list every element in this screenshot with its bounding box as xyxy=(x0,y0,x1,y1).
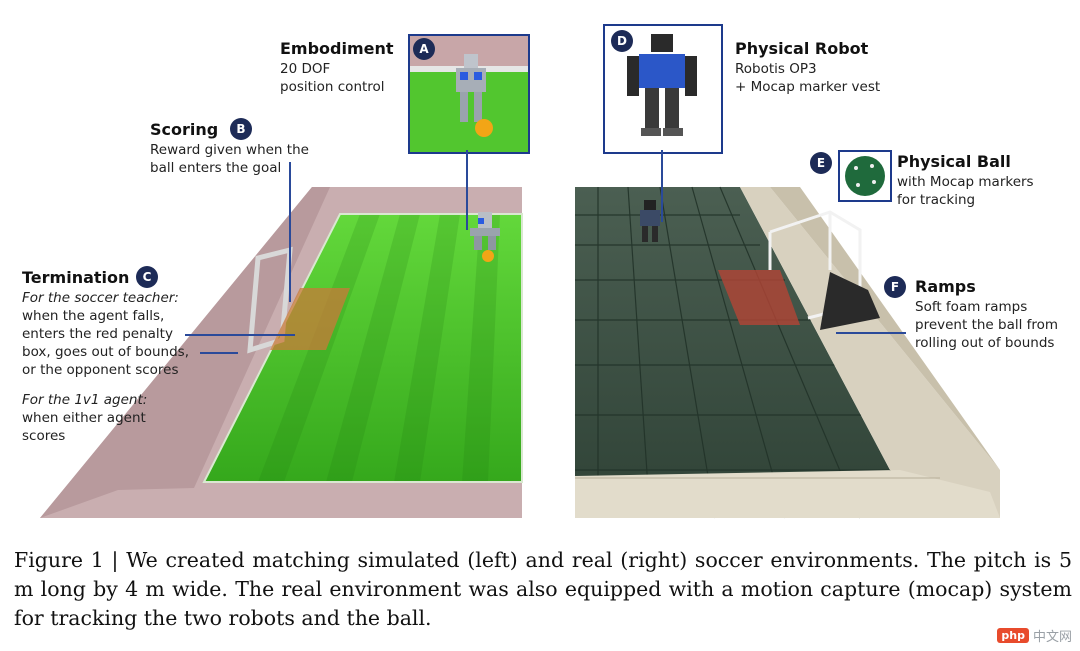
ramps-line-2: prevent the ball from xyxy=(915,317,1059,333)
real-robot xyxy=(640,200,660,242)
watermark: php 中文网 xyxy=(997,626,1072,645)
physical-ball-title: Physical Ball xyxy=(897,152,1011,171)
real-robot-closeup xyxy=(605,26,721,152)
ball-closeup xyxy=(840,152,890,200)
ramps-line-1: Soft foam ramps xyxy=(915,299,1028,315)
termination-body: For the soccer teacher: when the agent f… xyxy=(22,289,189,445)
scoring-body: Reward given when the ball enters the go… xyxy=(150,141,309,177)
sim-robot xyxy=(470,212,500,250)
physical-robot-line-2: + Mocap marker vest xyxy=(735,79,881,95)
termination-teacher-line-3: box, goes out of bounds, xyxy=(22,344,189,360)
watermark-logo: php xyxy=(997,628,1029,643)
watermark-text: 中文网 xyxy=(1032,630,1072,645)
physical-ball-body: with Mocap markers for tracking xyxy=(897,173,1034,209)
badge-a: A xyxy=(413,38,435,60)
badge-d: D xyxy=(611,30,633,52)
badge-c: C xyxy=(136,266,158,288)
termination-agent-line-1: when either agent xyxy=(22,410,146,426)
termination-teacher-line-1: when the agent falls, xyxy=(22,308,165,324)
real-floor xyxy=(575,187,990,518)
badge-f: F xyxy=(884,276,906,298)
termination-agent-heading: For the 1v1 agent: xyxy=(22,392,148,408)
scoring-title: Scoring xyxy=(150,120,219,139)
physical-robot-inset xyxy=(603,24,723,154)
termination-agent-line-2: scores xyxy=(22,428,66,444)
physical-ball-inset xyxy=(838,150,892,202)
embodiment-body: 20 DOF position control xyxy=(280,60,385,96)
ramps-line-3: rolling out of bounds xyxy=(915,335,1055,351)
termination-teacher-heading: For the soccer teacher: xyxy=(22,290,179,306)
badge-b: B xyxy=(230,118,252,140)
leader-line-f xyxy=(836,332,906,334)
scoring-line-1: Reward given when the xyxy=(150,142,309,158)
real-penalty-box xyxy=(718,270,800,325)
ramps-title: Ramps xyxy=(915,277,976,296)
physical-ball-line-2: for tracking xyxy=(897,192,976,208)
sim-ball xyxy=(482,250,494,262)
leader-line-c2 xyxy=(200,352,238,354)
physical-ball-line-1: with Mocap markers xyxy=(897,174,1034,190)
physical-robot-line-1: Robotis OP3 xyxy=(735,61,817,77)
simulated-pitch-illustration xyxy=(40,186,1000,519)
ramps-body: Soft foam ramps prevent the ball from ro… xyxy=(915,298,1058,352)
sim-grass xyxy=(204,214,522,482)
embodiment-line-2: position control xyxy=(280,79,385,95)
leader-line-b xyxy=(289,162,291,302)
leader-line-c1 xyxy=(185,334,295,336)
scoring-line-2: ball enters the goal xyxy=(150,160,282,176)
leader-line-d xyxy=(661,150,663,222)
leader-line-a xyxy=(466,150,468,230)
termination-teacher-line-2: enters the red penalty xyxy=(22,326,173,342)
physical-robot-title: Physical Robot xyxy=(735,39,869,58)
figure-caption: Figure 1 | We created matching simulated… xyxy=(14,548,1072,630)
embodiment-title: Embodiment xyxy=(280,39,394,58)
termination-title: Termination xyxy=(22,268,130,287)
physical-robot-body: Robotis OP3 + Mocap marker vest xyxy=(735,60,880,96)
termination-teacher-line-4: or the opponent scores xyxy=(22,362,179,378)
embodiment-line-1: 20 DOF xyxy=(280,61,331,77)
badge-e: E xyxy=(810,152,832,174)
